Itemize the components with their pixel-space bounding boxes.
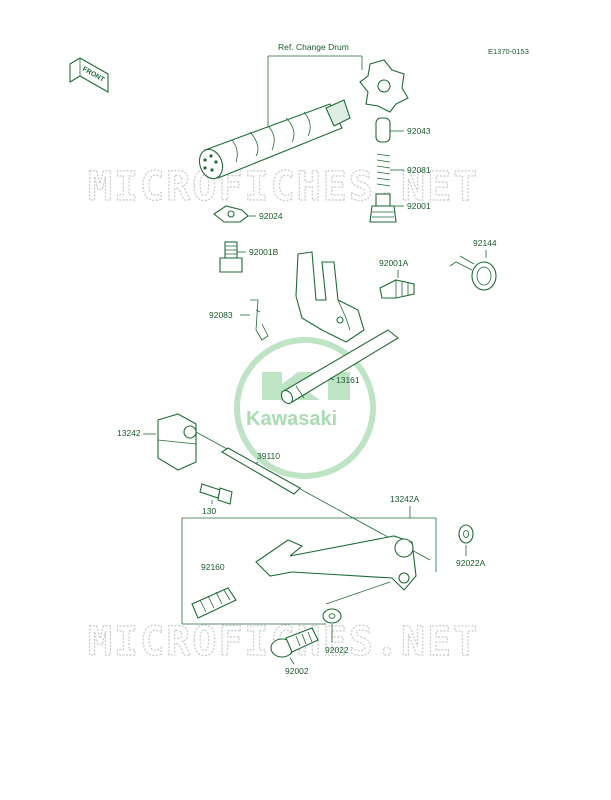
bolt-92001b [219,241,243,273]
logo-text: Kawasaki [246,408,337,430]
bolt-92001a [379,279,415,299]
change-drum [198,99,351,180]
label-92001a: 92001A [379,258,409,268]
label-92160: 92160 [201,562,225,572]
bolt-130 [199,483,233,505]
diagram-code: E1370-0153 [488,47,529,56]
shift-plate [295,251,365,343]
front-arrow-icon: FRONT [69,57,109,93]
label-92001b: 92001B [249,247,279,257]
label-13161: 13161 [336,375,360,385]
label-92001: 92001 [407,201,431,211]
label-92144: 92144 [473,238,497,248]
label-92024: 92024 [259,211,283,221]
label-92083: 92083 [209,310,233,320]
watermark-top: MICROFICHES.NET [88,164,479,210]
label-39110: 39110 [257,451,280,461]
torsion-spring-92144 [449,255,497,291]
bolt-92002 [270,627,319,658]
shift-pedal-arm [255,535,417,591]
label-130: 130 [202,506,216,516]
label-13242a: 13242A [390,494,420,504]
plug-92001 [369,193,397,223]
rod-39110 [220,447,301,495]
spring-92081 [376,153,391,187]
label-92022: 92022 [325,645,349,655]
label-92022a: 92022A [456,558,486,568]
shift-shaft-13161 [280,329,399,405]
spring-92083 [250,299,269,341]
label-92081: 92081 [407,165,431,175]
label-92002: 92002 [285,666,309,676]
ref-change-drum-label: Ref. Change Drum [278,42,349,52]
pedal-rubber-92160 [191,587,237,619]
washer-92022 [322,608,342,624]
label-92043: 92043 [407,126,431,136]
pin-92043 [375,117,391,143]
label-13242: 13242 [117,428,141,438]
washer-92022a [458,524,474,544]
bracket-13242 [157,413,197,471]
